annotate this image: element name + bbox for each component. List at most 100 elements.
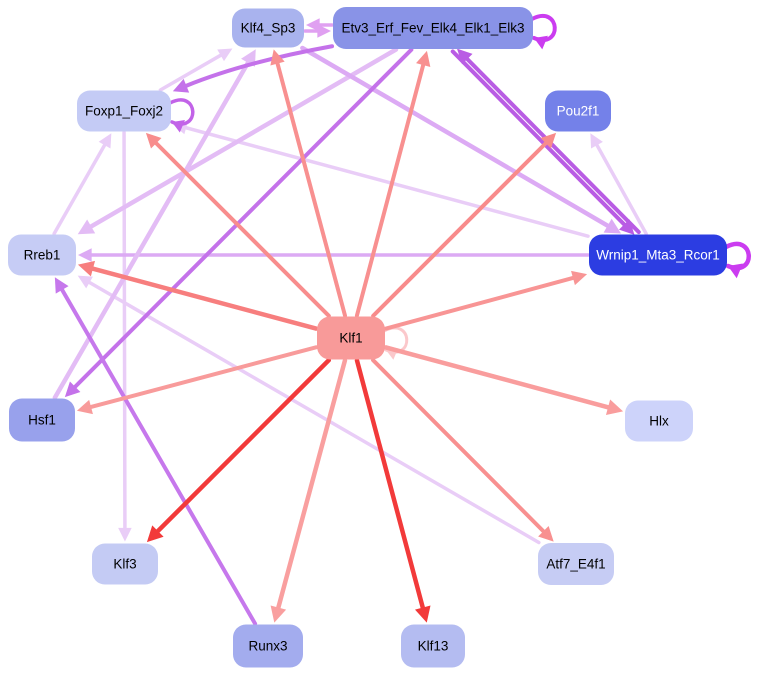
edge-Klf1-Klf3	[146, 357, 332, 543]
self-loop-Wrnip1_Mta3_Rcor1	[723, 241, 751, 279]
edge-Klf1-Pou2f1	[371, 132, 557, 318]
edge-Foxp1_Foxj2-Klf4_Sp3	[158, 48, 233, 92]
node-box[interactable]	[92, 543, 158, 585]
edge-Klf1-Foxp1_Foxj2	[145, 132, 331, 318]
node-Etv3_Erf_Fev_Elk4_Elk1_Elk3[interactable]: Etv3_Erf_Fev_Elk4_Elk1_Elk3	[333, 7, 533, 49]
edge-line	[450, 49, 627, 227]
edge-line	[530, 14, 557, 42]
arrowhead-icon	[540, 132, 557, 149]
edge-line	[155, 357, 332, 534]
edge-Klf1-Rreb1	[77, 260, 319, 331]
arrowhead-icon	[172, 78, 190, 93]
edge-line	[73, 47, 414, 389]
arrowhead-icon	[270, 49, 285, 66]
edge-Klf4_Sp3-Etv3_Erf_Fev_Elk4_Elk1_Elk3	[303, 24, 331, 38]
arrowhead-icon	[603, 218, 622, 234]
arrowhead-icon	[571, 270, 588, 286]
node-Klf4_Sp3[interactable]: Klf4_Sp3	[232, 8, 304, 48]
edge-Etv3_Erf_Fev_Elk4_Elk1_Elk3-Wrnip1_Mta3_Rcor1	[450, 49, 635, 235]
node-Foxp1_Foxj2[interactable]: Foxp1_Foxj2	[77, 90, 171, 132]
node-Atf7_E4f1[interactable]: Atf7_E4f1	[538, 543, 614, 585]
arrowhead-icon	[728, 263, 743, 279]
node-Pou2f1[interactable]: Pou2f1	[545, 90, 611, 132]
node-box[interactable]	[538, 543, 614, 585]
edge-line	[60, 287, 258, 626]
arrowhead-icon	[538, 526, 554, 542]
self-loop-Etv3_Erf_Fev_Elk4_Elk1_Elk3	[530, 14, 557, 50]
arrowhead-icon	[64, 381, 81, 398]
edge-Klf1-Etv3_Erf_Fev_Elk4_Elk1_Elk3	[354, 50, 431, 318]
node-box[interactable]	[8, 234, 76, 276]
edge-Klf4_Sp3-Wrnip1_Mta3_Rcor1	[300, 45, 622, 234]
arrowhead-icon	[77, 219, 96, 235]
edge-line	[184, 44, 335, 88]
node-box[interactable]	[545, 90, 611, 132]
edge-Klf1-Runx3	[270, 358, 348, 623]
node-Hlx[interactable]: Hlx	[625, 400, 693, 442]
arrowhead-icon	[534, 35, 548, 50]
edge-line	[52, 60, 251, 400]
self-loop-Foxp1_Foxj2	[168, 98, 195, 133]
edge-line	[465, 57, 641, 235]
edge-line	[371, 141, 548, 318]
node-Rreb1[interactable]: Rreb1	[8, 234, 76, 276]
node-box[interactable]	[401, 624, 465, 668]
arrowhead-icon	[77, 275, 93, 289]
node-box[interactable]	[77, 90, 171, 132]
arrowhead-icon	[98, 133, 112, 149]
edge-Atf7_E4f1-Rreb1	[77, 275, 541, 545]
edge-Klf1-Wrnip1_Mta3_Rcor1	[383, 270, 588, 331]
edge-line	[158, 53, 223, 92]
edge-line	[383, 345, 611, 410]
edge-line	[354, 358, 426, 610]
edge-Etv3_Erf_Fev_Elk4_Elk1_Elk3-Rreb1	[77, 47, 399, 235]
edge-line	[371, 358, 546, 534]
edge-Wrnip1_Mta3_Rcor1-Rreb1	[78, 248, 590, 262]
edge-line	[88, 47, 399, 229]
self-loop-Klf1	[382, 326, 409, 360]
arrowhead-icon	[145, 132, 162, 149]
arrowhead-icon	[618, 219, 635, 235]
arrowhead-icon	[118, 527, 132, 542]
arrowhead-icon	[270, 605, 287, 623]
edge-line	[52, 143, 107, 236]
edge-line	[275, 61, 347, 318]
edge-Etv3_Erf_Fev_Elk4_Elk1_Elk3-Foxp1_Foxj2	[172, 44, 335, 93]
node-box[interactable]	[589, 234, 727, 276]
edge-line	[354, 63, 426, 318]
node-box[interactable]	[333, 7, 533, 49]
edge-line	[90, 266, 319, 331]
edge-Wrnip1_Mta3_Rcor1-Pou2f1	[590, 133, 648, 236]
node-Klf1[interactable]: Klf1	[317, 316, 385, 360]
edge-line	[276, 358, 348, 610]
node-layer: Klf4_Sp3 Etv3_Erf_Fev_Elk4_Elk1_Elk3Foxp1…	[8, 7, 727, 668]
edge-Foxp1_Foxj2-Klf3	[118, 130, 132, 542]
node-box[interactable]	[233, 624, 303, 668]
edge-Klf1-Hlx	[383, 345, 624, 416]
edge-Klf1-Klf4_Sp3	[270, 49, 347, 318]
node-box[interactable]	[317, 316, 385, 360]
arrowhead-icon	[77, 260, 96, 277]
edge-line	[122, 130, 127, 530]
edge-line	[595, 143, 648, 236]
node-Hsf1[interactable]: Hsf1	[9, 398, 75, 442]
arrowhead-icon	[146, 525, 164, 543]
edge-Rreb1-Foxp1_Foxj2	[52, 133, 112, 236]
edge-line	[89, 345, 319, 409]
arrowhead-icon	[76, 399, 93, 415]
node-Klf13[interactable]: Klf13	[401, 624, 465, 668]
node-Runx3[interactable]: Runx3	[233, 624, 303, 668]
node-Wrnip1_Mta3_Rcor1[interactable]: Wrnip1_Mta3_Rcor1	[589, 234, 727, 276]
node-box[interactable]	[9, 398, 75, 442]
edge-line	[168, 98, 195, 126]
node-box[interactable]	[232, 8, 304, 48]
node-Klf3[interactable]: Klf3	[92, 543, 158, 585]
edge-Etv3_Erf_Fev_Elk4_Elk1_Elk3-Hsf1	[64, 47, 414, 398]
edge-layer	[52, 14, 751, 626]
node-box[interactable]	[625, 400, 693, 442]
arrowhead-icon	[306, 18, 320, 32]
edge-line	[87, 280, 541, 545]
arrowhead-icon	[78, 248, 92, 262]
